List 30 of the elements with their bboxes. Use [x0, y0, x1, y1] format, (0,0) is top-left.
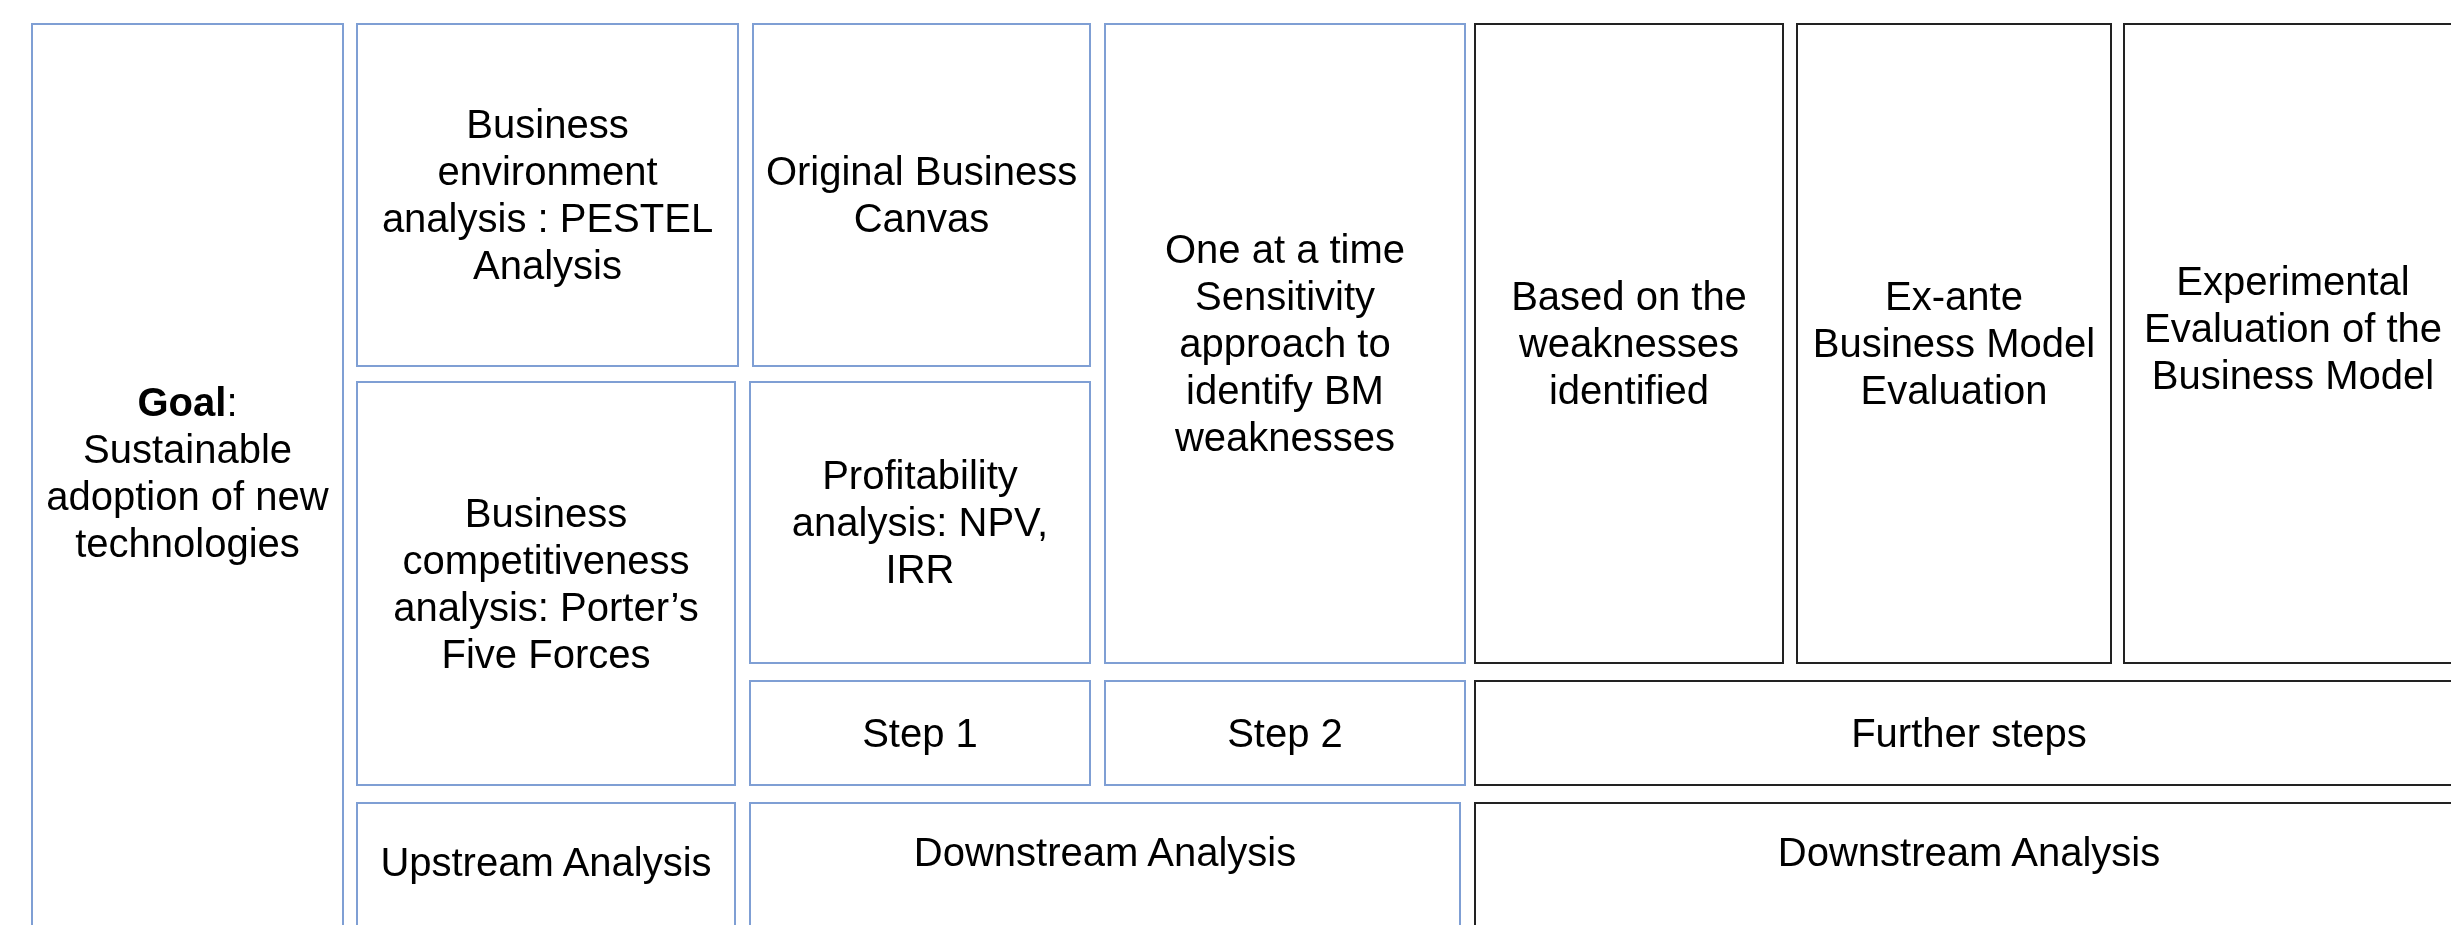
box-text: Downstream Analysis: [1776, 828, 2162, 876]
process-box: [2123, 23, 2451, 664]
box-text: Profitability analysis: NPV, IRR: [790, 452, 1050, 593]
box-text: Step 1: [861, 709, 979, 757]
process-box: [752, 23, 1091, 367]
box-text: Based on the weaknesses identified: [1510, 273, 1748, 414]
box-text: Upstream Analysis: [379, 838, 713, 886]
process-box: [1796, 23, 2112, 664]
box-text: Business competitiveness analysis: Porter’s Five Forces: [392, 489, 700, 678]
box-text: Original Business Canvas: [764, 148, 1079, 242]
box-text: One at a time Sensitivity approach to identify BM weaknesses: [1163, 226, 1407, 461]
process-box: [749, 680, 1091, 786]
process-box: [1474, 680, 2451, 786]
process-box: [1104, 680, 1466, 786]
process-box: [356, 381, 736, 786]
box-text: Business environment analysis : PESTEL Analysis: [380, 101, 715, 289]
process-box: [356, 23, 739, 367]
process-box: [1474, 802, 2451, 925]
box-text: Step 2: [1226, 709, 1344, 757]
box-text: Goal: Sustainable adoption of new technologies: [45, 379, 330, 567]
box-text: Downstream Analysis: [912, 828, 1298, 876]
process-box: [1104, 23, 1466, 664]
process-box: [31, 23, 344, 925]
box-text: Further steps: [1850, 709, 2088, 757]
box-text: Ex-ante Business Model Evaluation: [1811, 273, 2097, 414]
box-text: Experimental Evaluation of the Business Model: [2143, 258, 2443, 399]
process-box: [749, 802, 1461, 925]
process-box: [1474, 23, 1784, 664]
process-box: [749, 381, 1091, 664]
process-box: [356, 802, 736, 925]
